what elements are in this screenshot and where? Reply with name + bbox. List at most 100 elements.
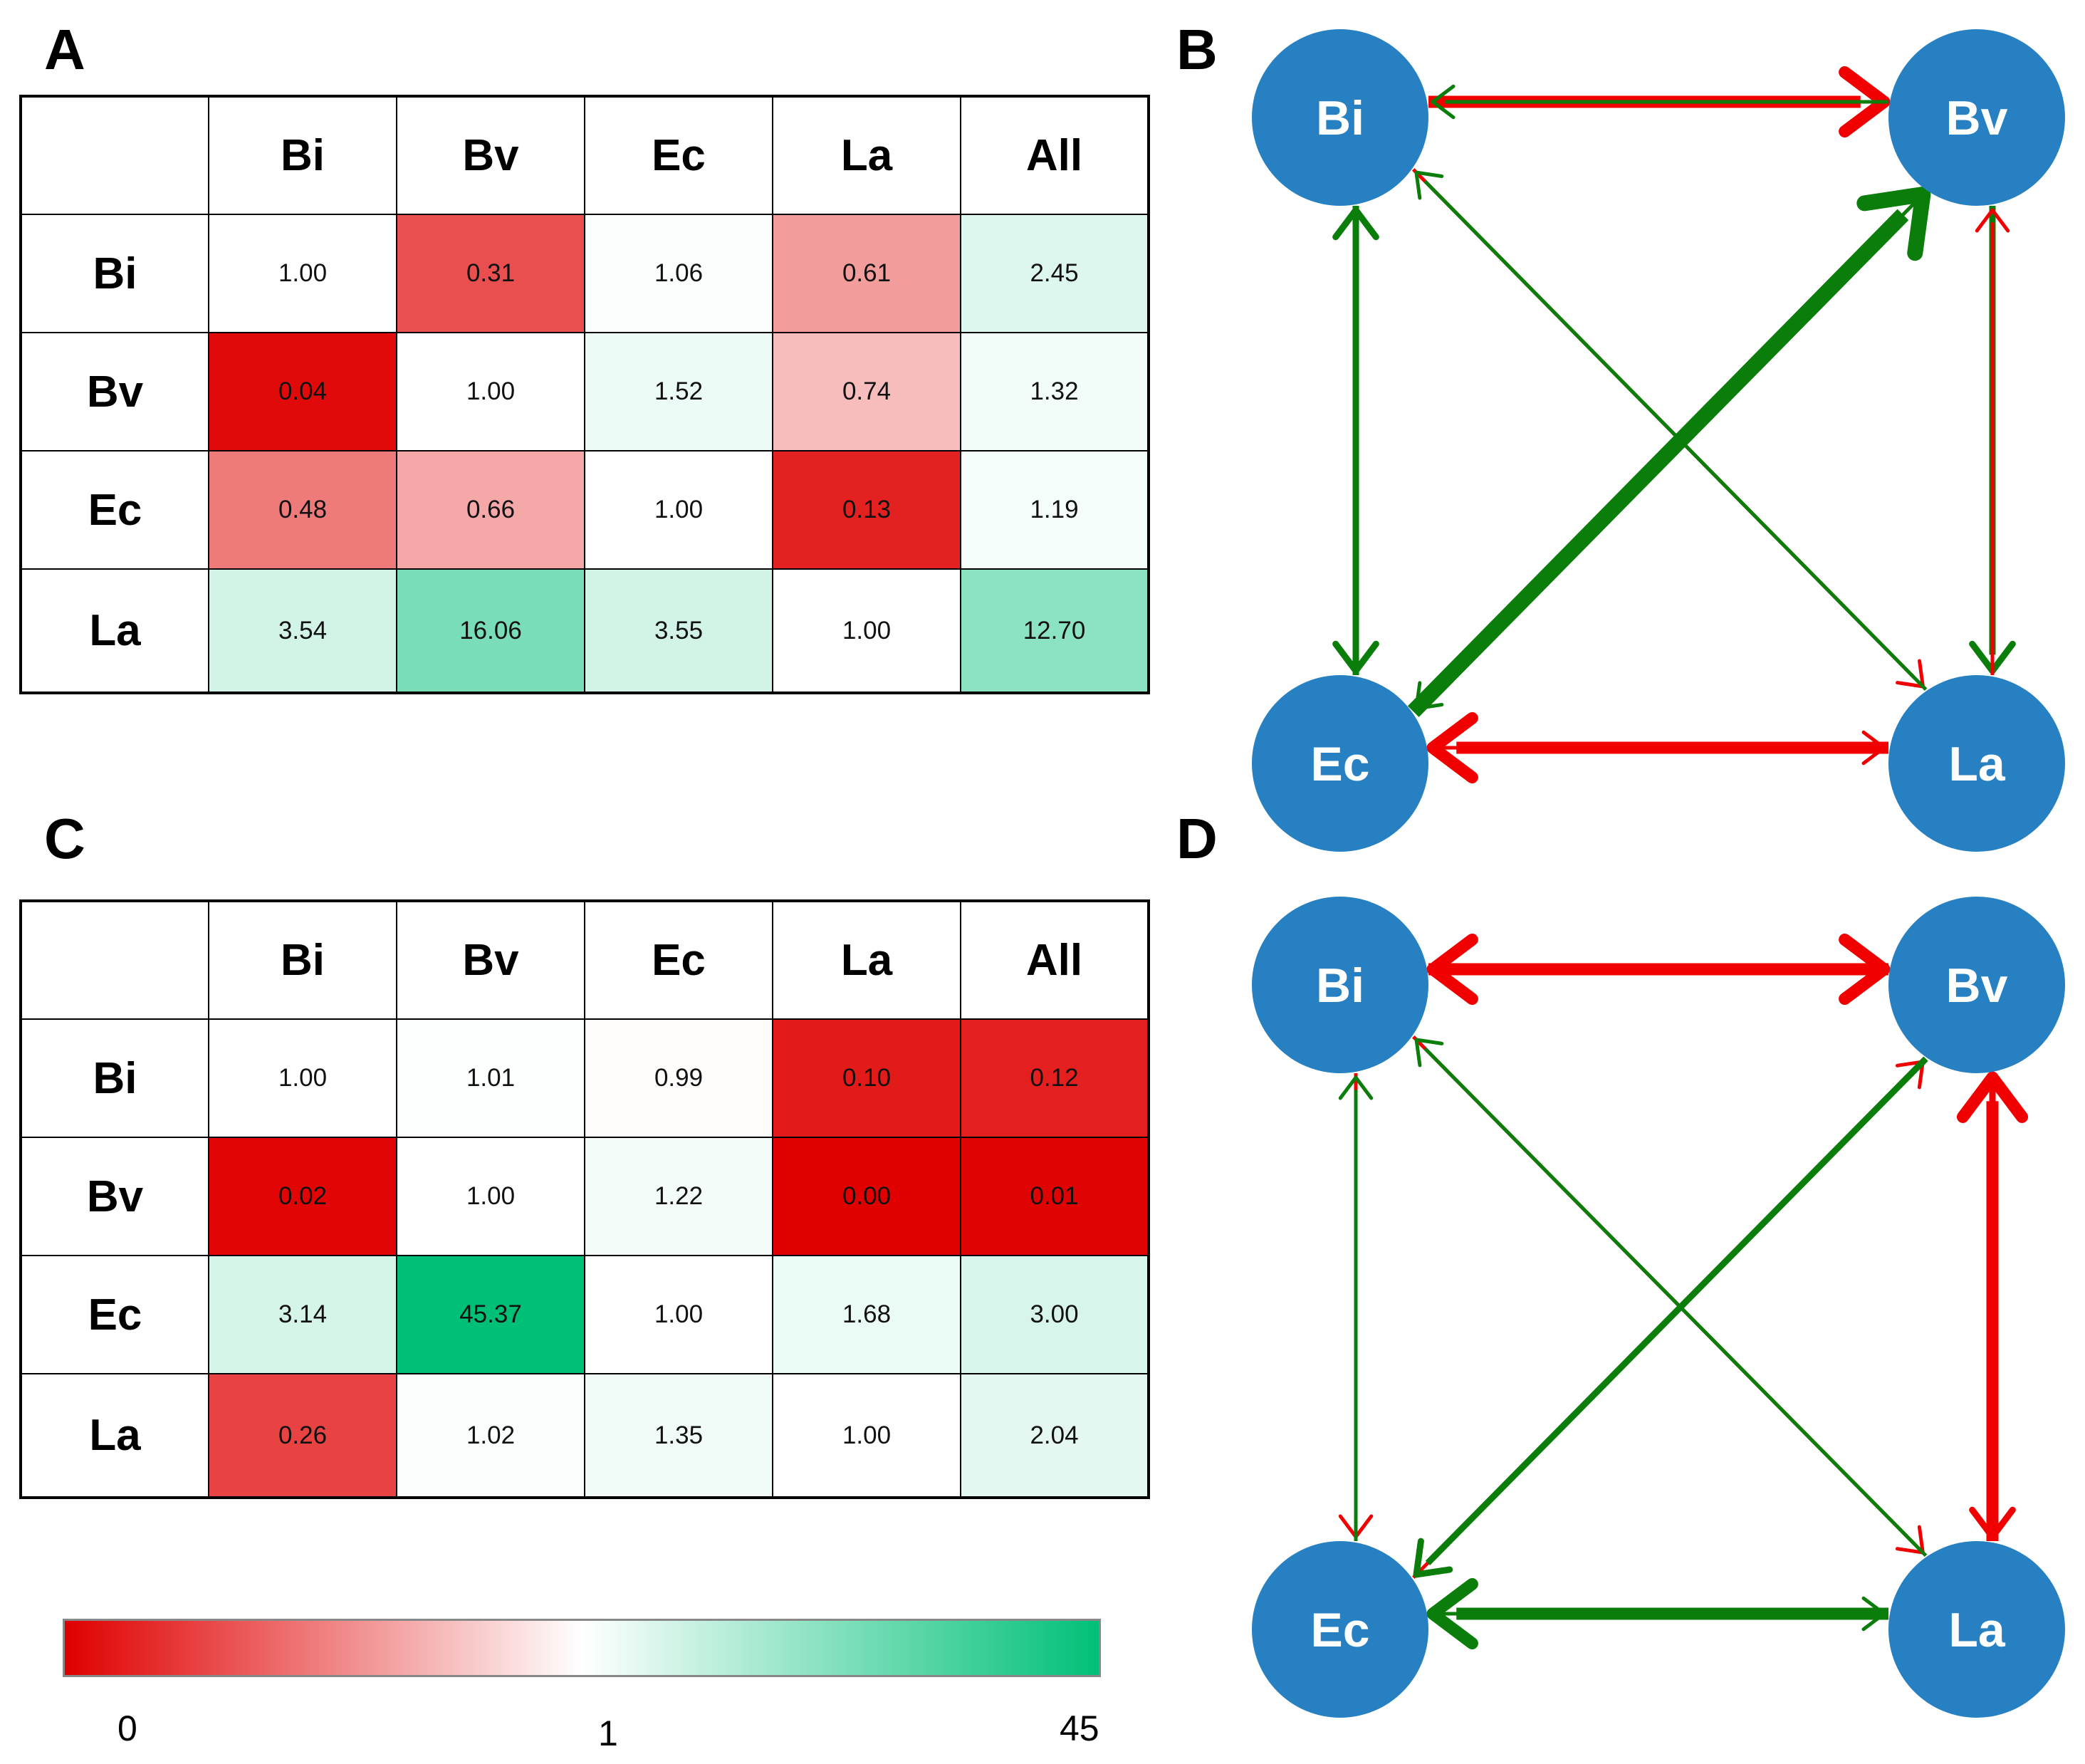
heat-cell: 1.22 xyxy=(584,1137,773,1256)
node-label-bv: Bv xyxy=(1946,91,2008,145)
node-bv xyxy=(1888,29,2065,206)
column-header: All xyxy=(960,95,1149,215)
color-scale-bar xyxy=(63,1619,1101,1677)
heat-cell: 45.37 xyxy=(396,1255,585,1374)
legend-max-label: 45 xyxy=(1060,1708,1099,1748)
heat-cell: 3.54 xyxy=(208,568,397,694)
node-la xyxy=(1888,675,2065,852)
heat-cell: 0.48 xyxy=(208,450,397,570)
node-label-ec: Ec xyxy=(1310,1603,1369,1657)
heat-cell: 1.52 xyxy=(584,332,773,452)
panel-label-b: B xyxy=(1176,18,1218,81)
column-header: Ec xyxy=(584,900,773,1020)
panel-label-c: C xyxy=(44,807,85,870)
table-row: La 3.54 16.06 3.55 1.00 12.70 xyxy=(20,568,1149,694)
arrowhead-la-to-bi xyxy=(1414,1038,1444,1068)
edge-la-to-bi xyxy=(1423,1047,1928,1557)
heat-cell: 1.00 xyxy=(584,1255,773,1374)
node-bi xyxy=(1252,29,1428,206)
table-row: Bv 0.04 1.00 1.52 0.74 1.32 xyxy=(20,332,1149,452)
heat-cell: 0.74 xyxy=(772,332,961,452)
heat-cell: 1.01 xyxy=(396,1018,585,1138)
heat-cell: 3.00 xyxy=(960,1255,1149,1374)
arrowhead-la-to-bv xyxy=(1956,1071,2029,1123)
column-header: La xyxy=(772,900,961,1020)
heat-cell: 0.02 xyxy=(208,1137,397,1256)
row-header: La xyxy=(20,568,209,694)
node-label-la: La xyxy=(1948,1603,2006,1657)
node-ec xyxy=(1252,1541,1428,1718)
table-row: Ec 3.14 45.37 1.00 1.68 3.00 xyxy=(20,1255,1149,1374)
heat-cell: 1.00 xyxy=(208,214,397,333)
heat-cell: 0.04 xyxy=(208,332,397,452)
heat-cell: 2.04 xyxy=(960,1373,1149,1498)
row-header: La xyxy=(20,1373,209,1498)
heat-cell: 3.55 xyxy=(584,568,773,694)
heat-cell: 1.06 xyxy=(584,214,773,333)
column-header: Bi xyxy=(208,900,397,1020)
heat-cell: 2.45 xyxy=(960,214,1149,333)
heat-cell: 1.32 xyxy=(960,332,1149,452)
heatmap-table-c: Bi Bv Ec La All Bi 1.00 1.01 0.99 0.10 0… xyxy=(19,899,1150,1499)
arrowhead-la-to-ec xyxy=(1426,1577,1478,1650)
heat-cell: 0.66 xyxy=(396,450,585,570)
corner-cell xyxy=(20,95,209,215)
column-header: Bv xyxy=(396,95,585,215)
heat-cell: 1.00 xyxy=(584,450,773,570)
heat-cell: 1.00 xyxy=(208,1018,397,1138)
node-bi xyxy=(1252,897,1428,1073)
node-label-bi: Bi xyxy=(1316,91,1364,145)
arrowhead-ec-to-bi xyxy=(1332,207,1379,241)
column-header: All xyxy=(960,900,1149,1020)
heat-cell: 1.68 xyxy=(772,1255,961,1374)
heat-cell: 1.00 xyxy=(772,568,961,694)
heat-cell: 0.01 xyxy=(960,1137,1149,1256)
heat-cell: 1.19 xyxy=(960,450,1149,570)
corner-cell xyxy=(20,900,209,1020)
node-label-bi: Bi xyxy=(1316,959,1364,1013)
heat-cell: 0.12 xyxy=(960,1018,1149,1138)
legend-mid-label: 1 xyxy=(598,1713,618,1753)
arrowhead-la-to-ec xyxy=(1426,711,1478,784)
heat-cell: 1.02 xyxy=(396,1373,585,1498)
heatmap-table-a: Bi Bv Ec La All Bi 1.00 0.31 1.06 0.61 2… xyxy=(19,95,1150,694)
node-label-bv: Bv xyxy=(1946,959,2008,1013)
heat-cell: 1.35 xyxy=(584,1373,773,1498)
heat-cell: 0.13 xyxy=(772,450,961,570)
arrowhead-ec-to-bi xyxy=(1338,1075,1374,1100)
arrowhead-la-to-bi xyxy=(1414,170,1444,200)
node-la xyxy=(1888,1541,2065,1718)
table-header-row: Bi Bv Ec La All xyxy=(20,900,1149,1020)
table-row: La 0.26 1.02 1.35 1.00 2.04 xyxy=(20,1373,1149,1498)
node-bv xyxy=(1888,897,2065,1073)
table-row: Ec 0.48 0.66 1.00 0.13 1.19 xyxy=(20,450,1149,570)
heat-cell: 0.00 xyxy=(772,1137,961,1256)
arrowhead-bv-to-bi xyxy=(1431,84,1456,120)
heat-cell: 0.61 xyxy=(772,214,961,333)
column-header: La xyxy=(772,95,961,215)
node-ec xyxy=(1252,675,1428,852)
arrowhead-bv-to-bi xyxy=(1426,933,1478,1006)
row-header: Ec xyxy=(20,450,209,570)
column-header: Bv xyxy=(396,900,585,1020)
arrowhead-bv-to-ec xyxy=(1414,681,1444,711)
row-header: Ec xyxy=(20,1255,209,1374)
arrowhead-la-to-bv xyxy=(1975,208,2010,233)
edge-bv-to-ec xyxy=(1423,190,1928,701)
heat-cell: 1.00 xyxy=(396,1137,585,1256)
heat-cell: 16.06 xyxy=(396,568,585,694)
row-header: Bi xyxy=(20,1018,209,1138)
node-label-la: La xyxy=(1948,737,2006,791)
panel-label-a: A xyxy=(44,18,85,81)
heat-cell: 0.31 xyxy=(396,214,585,333)
node-label-ec: Ec xyxy=(1310,737,1369,791)
legend-min-label: 0 xyxy=(117,1708,137,1748)
row-header: Bv xyxy=(20,332,209,452)
edge-bv-to-ec xyxy=(1425,1056,1928,1566)
table-row: Bv 0.02 1.00 1.22 0.00 0.01 xyxy=(20,1137,1149,1256)
heat-cell: 12.70 xyxy=(960,568,1149,694)
arrowhead-bv-to-ec xyxy=(1413,1538,1453,1578)
row-header: Bv xyxy=(20,1137,209,1256)
